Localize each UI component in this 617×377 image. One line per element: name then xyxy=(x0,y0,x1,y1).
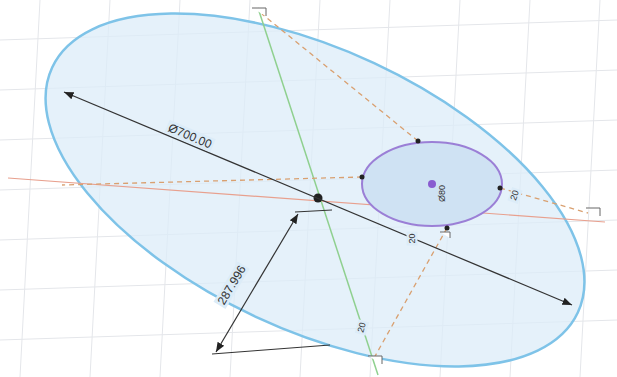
axis-green xyxy=(258,8,378,375)
construction-lines xyxy=(62,14,588,358)
dimension-value: 20 xyxy=(406,231,417,245)
extension-lines xyxy=(212,210,332,354)
sketch-points xyxy=(314,139,503,231)
axis-red xyxy=(8,178,605,222)
radius-value: Ø80 xyxy=(437,182,448,203)
center-point xyxy=(428,180,436,188)
constraint-glyphs xyxy=(252,8,600,364)
diameter-dimension xyxy=(64,92,572,305)
inner-circle xyxy=(362,142,502,226)
